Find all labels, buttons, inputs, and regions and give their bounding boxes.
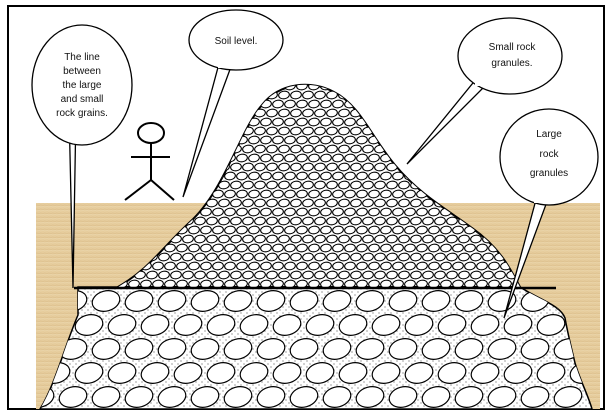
large-rock-text-1: Large <box>536 129 562 140</box>
small-rock-text-2: granules. <box>491 58 532 69</box>
callout-line-text-1: The line <box>64 52 100 63</box>
large-rock-text-3: granules <box>530 168 568 179</box>
callout-line-text-2: between <box>63 66 101 77</box>
large-granule-layer <box>24 287 600 410</box>
callout-line-text-4: and small <box>61 94 104 105</box>
small-rock-text-1: Small rock <box>489 42 537 53</box>
callout-line-text-5: rock grains. <box>56 108 108 119</box>
callout-line-text-3: the large <box>63 80 102 91</box>
large-rock-text-2: rock <box>540 149 560 160</box>
soil-level-text: Soil level. <box>215 36 258 47</box>
